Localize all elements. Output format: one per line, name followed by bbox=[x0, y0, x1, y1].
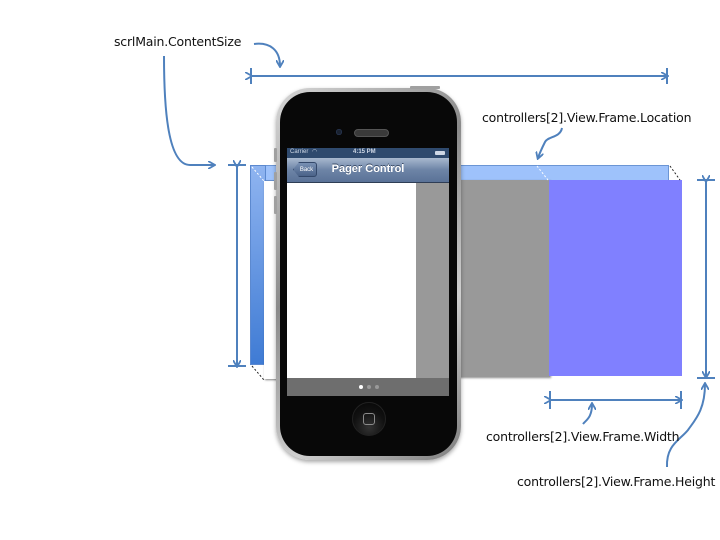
page-dot-1[interactable] bbox=[359, 385, 363, 389]
frame-height-dimension-line bbox=[697, 180, 715, 379]
page-3-view bbox=[549, 180, 682, 376]
content-size-dimension-line bbox=[251, 68, 667, 84]
volume-up-button bbox=[274, 172, 277, 190]
status-bar: Carrier ◠ 4:15 PM bbox=[287, 148, 449, 158]
mute-switch bbox=[274, 148, 277, 162]
frame-height-pointer-arrow bbox=[665, 384, 705, 468]
content-size-label: scrlMain.ContentSize bbox=[114, 34, 242, 49]
frame-width-pointer-arrow bbox=[582, 404, 592, 425]
battery-icon bbox=[435, 151, 445, 155]
nav-title: Pager Control bbox=[331, 163, 405, 175]
carrier-label: Carrier bbox=[290, 149, 309, 155]
content-height-pointer-arrow bbox=[163, 55, 214, 165]
content-size-pointer-arrow bbox=[253, 42, 280, 66]
page-dot-2[interactable] bbox=[367, 385, 371, 389]
back-button[interactable]: Back bbox=[293, 162, 317, 177]
navigation-bar: Back Pager Control bbox=[287, 158, 449, 183]
content-height-dimension-line bbox=[228, 165, 246, 366]
speaker-grille bbox=[354, 129, 389, 137]
frame-location-pointer-arrow bbox=[538, 127, 563, 158]
status-time: 4:15 PM bbox=[353, 149, 376, 155]
camera-icon bbox=[336, 129, 342, 135]
frame-width-dimension-line bbox=[550, 391, 681, 409]
page-dot-3[interactable] bbox=[375, 385, 379, 389]
volume-down-button bbox=[274, 196, 277, 214]
frame-width-label: controllers[2].View.Frame.Width bbox=[486, 429, 680, 444]
wifi-icon: ◠ bbox=[312, 149, 318, 155]
page-control[interactable] bbox=[287, 378, 449, 396]
frame-location-label: controllers[2].View.Frame.Location bbox=[482, 110, 692, 125]
frame-height-label: controllers[2].View.Frame.Height bbox=[517, 474, 716, 489]
home-icon bbox=[363, 413, 375, 425]
phone-screen: Carrier ◠ 4:15 PM Back Pager Control bbox=[287, 148, 449, 396]
next-page-peek bbox=[416, 183, 449, 378]
sleep-button bbox=[410, 86, 440, 89]
home-button[interactable] bbox=[352, 402, 386, 436]
